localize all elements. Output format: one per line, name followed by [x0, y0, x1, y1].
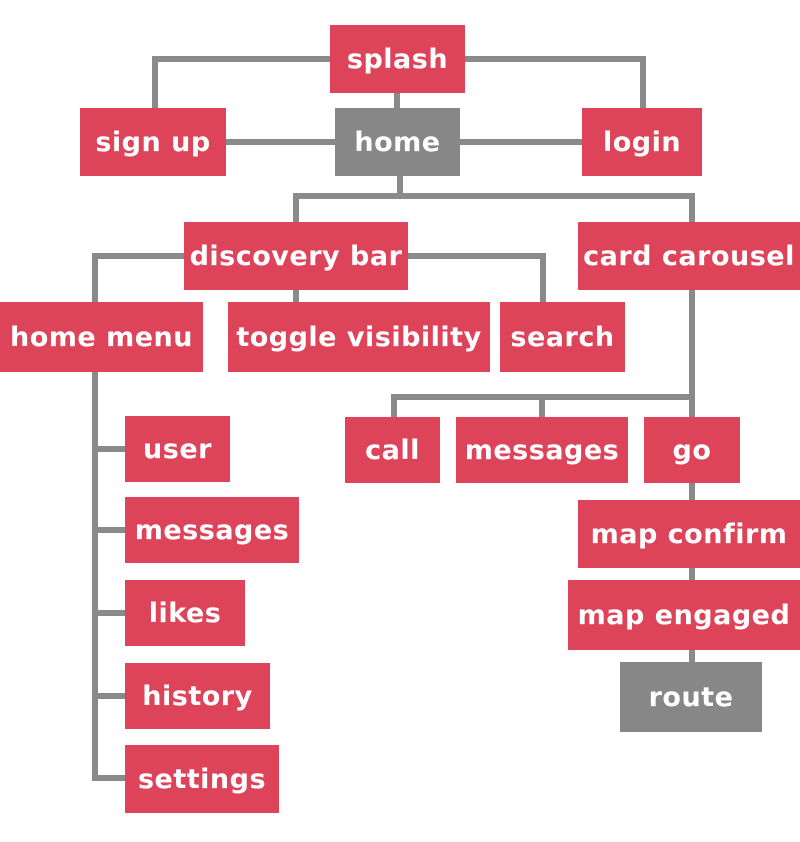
node-splash: splash	[330, 25, 465, 93]
node-login: login	[582, 108, 702, 176]
node-sign-up: sign up	[80, 108, 226, 176]
edge-discovery-search	[405, 253, 546, 305]
edge-splash-login	[462, 56, 646, 111]
node-go: go	[644, 417, 740, 483]
node-home: home	[335, 108, 460, 176]
node-likes: likes	[125, 580, 245, 646]
edge-home-branch	[293, 173, 403, 225]
edge-discovery-homemenu	[92, 253, 187, 305]
edge-splash-signup	[152, 56, 333, 111]
node-route: route	[620, 662, 762, 732]
node-map-confirm: map confirm	[578, 500, 800, 568]
node-user: user	[125, 416, 230, 482]
node-messages-menu: messages	[125, 497, 299, 563]
node-search: search	[500, 302, 625, 372]
node-card-carousel: card carousel	[578, 222, 800, 290]
edge-home-carousel	[397, 193, 695, 225]
node-home-menu: home menu	[0, 302, 203, 372]
node-toggle-visibility: toggle visibility	[228, 302, 490, 372]
node-call: call	[345, 417, 440, 483]
node-discovery-bar: discovery bar	[184, 222, 408, 290]
node-map-engaged: map engaged	[568, 580, 800, 650]
node-history: history	[125, 663, 270, 729]
node-messages-card: messages	[456, 417, 628, 483]
node-settings: settings	[125, 745, 279, 813]
edge-homemenu-spine	[92, 369, 128, 781]
